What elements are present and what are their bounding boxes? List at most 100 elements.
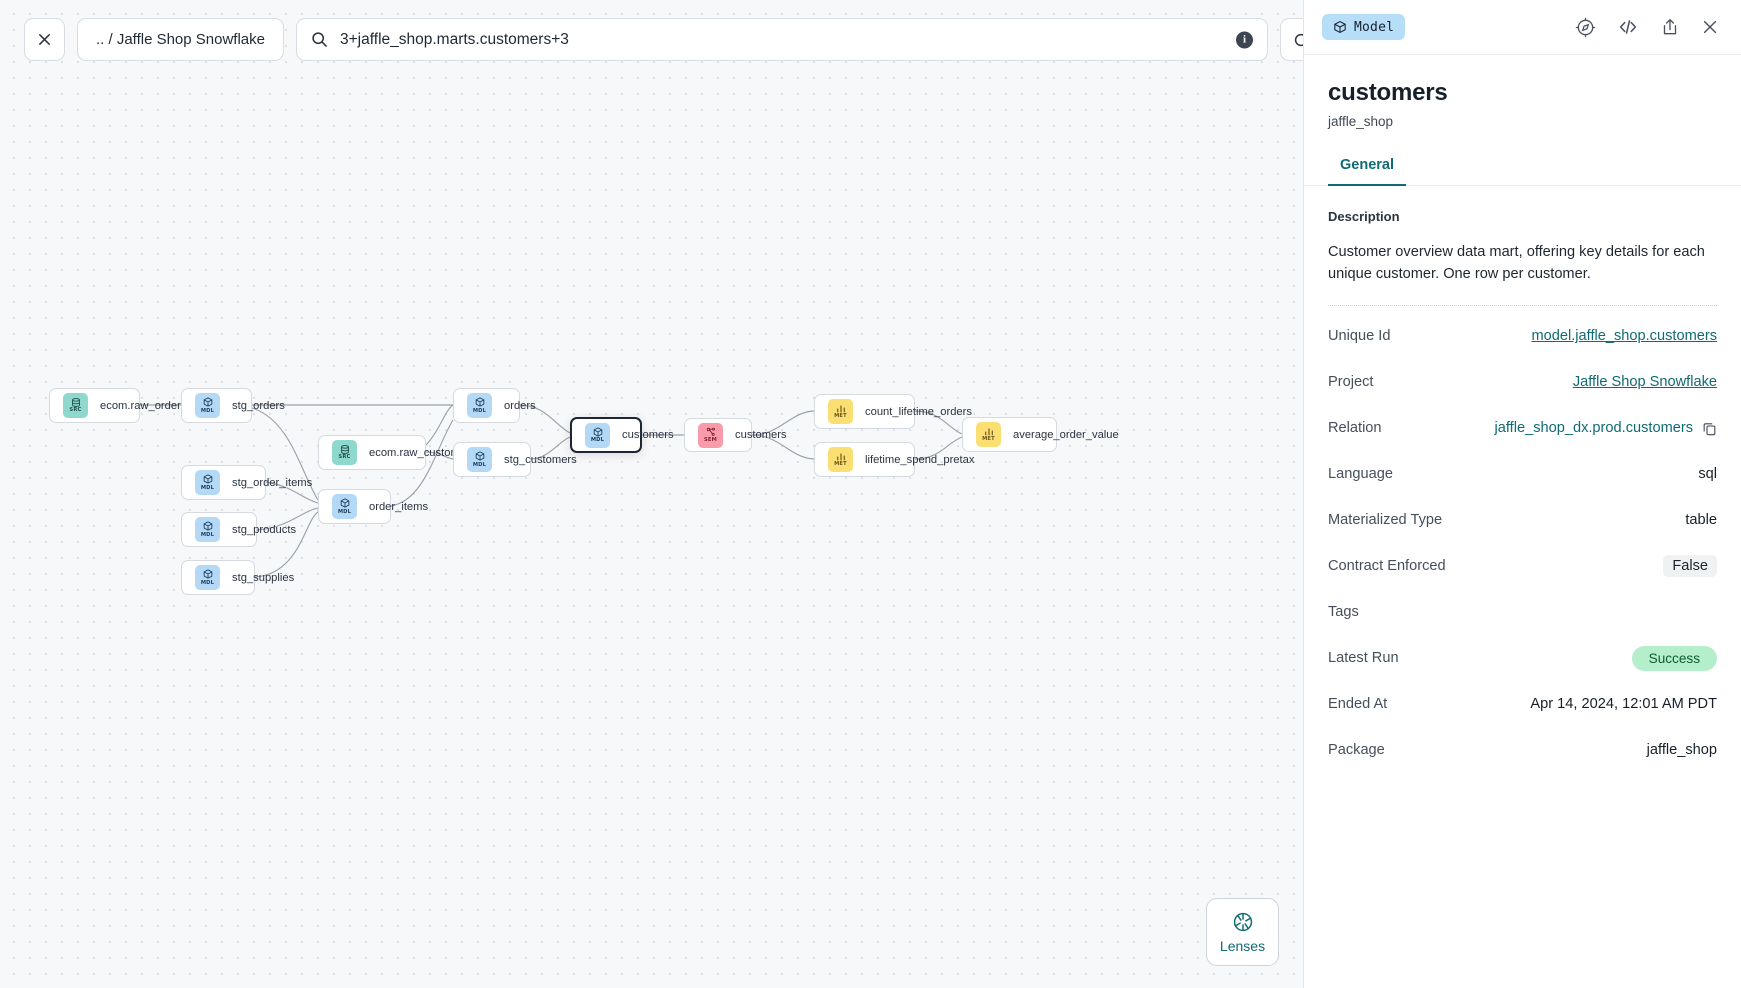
- node-type-badge-mdl: MDL: [332, 494, 357, 519]
- lineage-node-stg_order_items[interactable]: MDL stg_order_items: [181, 465, 312, 500]
- lineage-search-bar[interactable]: i: [296, 18, 1268, 61]
- node-label: stg_supplies: [232, 571, 295, 584]
- node-type-abbr: SRC: [69, 407, 82, 414]
- page-subtitle: jaffle_shop: [1328, 114, 1394, 129]
- property-value[interactable]: model.jaffle_shop.customers: [1531, 328, 1718, 345]
- refresh-button[interactable]: [1280, 18, 1303, 61]
- property-key: Materialized Type: [1328, 512, 1443, 529]
- copy-icon[interactable]: [1702, 421, 1717, 436]
- share-icon[interactable]: [1660, 17, 1680, 37]
- node-type-badge-mdl: MDL: [195, 517, 220, 542]
- property-key: Latest Run: [1328, 650, 1399, 667]
- node-type-abbr: MDL: [472, 461, 487, 468]
- property-value: Apr 14, 2024, 12:01 AM PDT: [1530, 696, 1717, 713]
- property-value[interactable]: jaffle_shop_dx.prod.customers: [1495, 420, 1717, 436]
- property-key: Language: [1328, 466, 1393, 483]
- close-icon: [39, 34, 50, 45]
- mdl-glyph-icon: [475, 397, 485, 407]
- property-value: sql: [1698, 466, 1717, 483]
- lineage-edge: [254, 511, 319, 578]
- relation-text: jaffle_shop_dx.prod.customers: [1494, 420, 1693, 437]
- mdl-glyph-icon: [203, 474, 213, 484]
- src-glyph-icon: [340, 444, 350, 454]
- lineage-node-stg_customers[interactable]: MDL stg_customers: [453, 442, 577, 477]
- details-panel: Model: [1303, 0, 1741, 988]
- lenses-label: Lenses: [1219, 937, 1266, 954]
- lenses-button[interactable]: Lenses: [1206, 898, 1279, 966]
- search-icon: [311, 31, 328, 48]
- property-row: Unique Id model.jaffle_shop.customers: [1328, 320, 1717, 352]
- lineage-node-customers_model[interactable]: MDL customers: [570, 417, 674, 453]
- property-key: Tags: [1328, 604, 1359, 621]
- property-key: Ended At: [1328, 696, 1388, 713]
- node-label: stg_order_items: [232, 476, 313, 489]
- node-type-badge-src: SRC: [332, 440, 357, 465]
- panel-actions: [1575, 16, 1719, 38]
- node-type-abbr: MDL: [200, 531, 215, 538]
- mdl-glyph-icon: [203, 521, 213, 531]
- panel-header: customers jaffle_shop: [1304, 55, 1741, 129]
- node-label: customers: [735, 429, 787, 441]
- compass-icon[interactable]: [1575, 17, 1596, 38]
- node-type-badge-mdl: MDL: [585, 422, 610, 448]
- node-type-abbr: MET: [834, 413, 847, 420]
- node-type-abbr: MDL: [200, 484, 215, 491]
- search-input[interactable]: [340, 30, 1253, 49]
- node-type-badge-met: MET: [828, 399, 853, 424]
- property-row: Language sql: [1328, 458, 1717, 490]
- resource-type-badge[interactable]: Model: [1322, 14, 1406, 40]
- code-icon[interactable]: [1617, 16, 1639, 38]
- node-type-abbr: MDL: [337, 508, 352, 515]
- close-graph-button[interactable]: [24, 18, 65, 61]
- node-label: customers: [622, 429, 674, 441]
- node-label: stg_orders: [232, 399, 285, 412]
- node-type-badge-mdl: MDL: [467, 447, 492, 472]
- description-label: Description: [1328, 209, 1400, 224]
- breadcrumb[interactable]: .. / Jaffle Shop Snowflake: [77, 18, 284, 61]
- close-panel-icon[interactable]: [1701, 18, 1719, 36]
- node-label: orders: [504, 399, 536, 412]
- property-key: Package: [1328, 742, 1385, 759]
- lineage-node-stg_supplies[interactable]: MDL stg_supplies: [181, 560, 294, 595]
- mdl-glyph-icon: [203, 397, 213, 407]
- tab-general[interactable]: General: [1328, 157, 1406, 186]
- panel-body: Description Customer overview data mart,…: [1304, 186, 1741, 988]
- divider: [1328, 305, 1717, 307]
- page-title: customers: [1328, 79, 1448, 106]
- info-icon[interactable]: i: [1236, 31, 1253, 48]
- lineage-edge: [425, 404, 454, 446]
- node-type-abbr: MDL: [590, 437, 605, 444]
- node-type-badge-mdl: MDL: [195, 565, 220, 590]
- node-label: stg_customers: [504, 453, 577, 466]
- resource-type-label: Model: [1354, 19, 1395, 35]
- property-value[interactable]: Jaffle Shop Snowflake: [1572, 374, 1717, 391]
- mdl-glyph-icon: [593, 427, 603, 437]
- property-key: Unique Id: [1328, 328, 1391, 345]
- met-glyph-icon: [984, 427, 994, 436]
- property-row: Tags: [1328, 596, 1717, 628]
- property-key: Contract Enforced: [1328, 558, 1446, 575]
- node-type-abbr: MET: [834, 461, 847, 468]
- description-text: Customer overview data mart, offering ke…: [1328, 244, 1705, 283]
- src-glyph-icon: [71, 397, 81, 407]
- node-type-abbr: MET: [982, 436, 995, 443]
- panel-topbar: Model: [1304, 0, 1741, 55]
- property-key: Relation: [1328, 420, 1382, 437]
- property-row: Relation jaffle_shop_dx.prod.customers: [1328, 412, 1717, 444]
- mdl-glyph-icon: [203, 569, 213, 579]
